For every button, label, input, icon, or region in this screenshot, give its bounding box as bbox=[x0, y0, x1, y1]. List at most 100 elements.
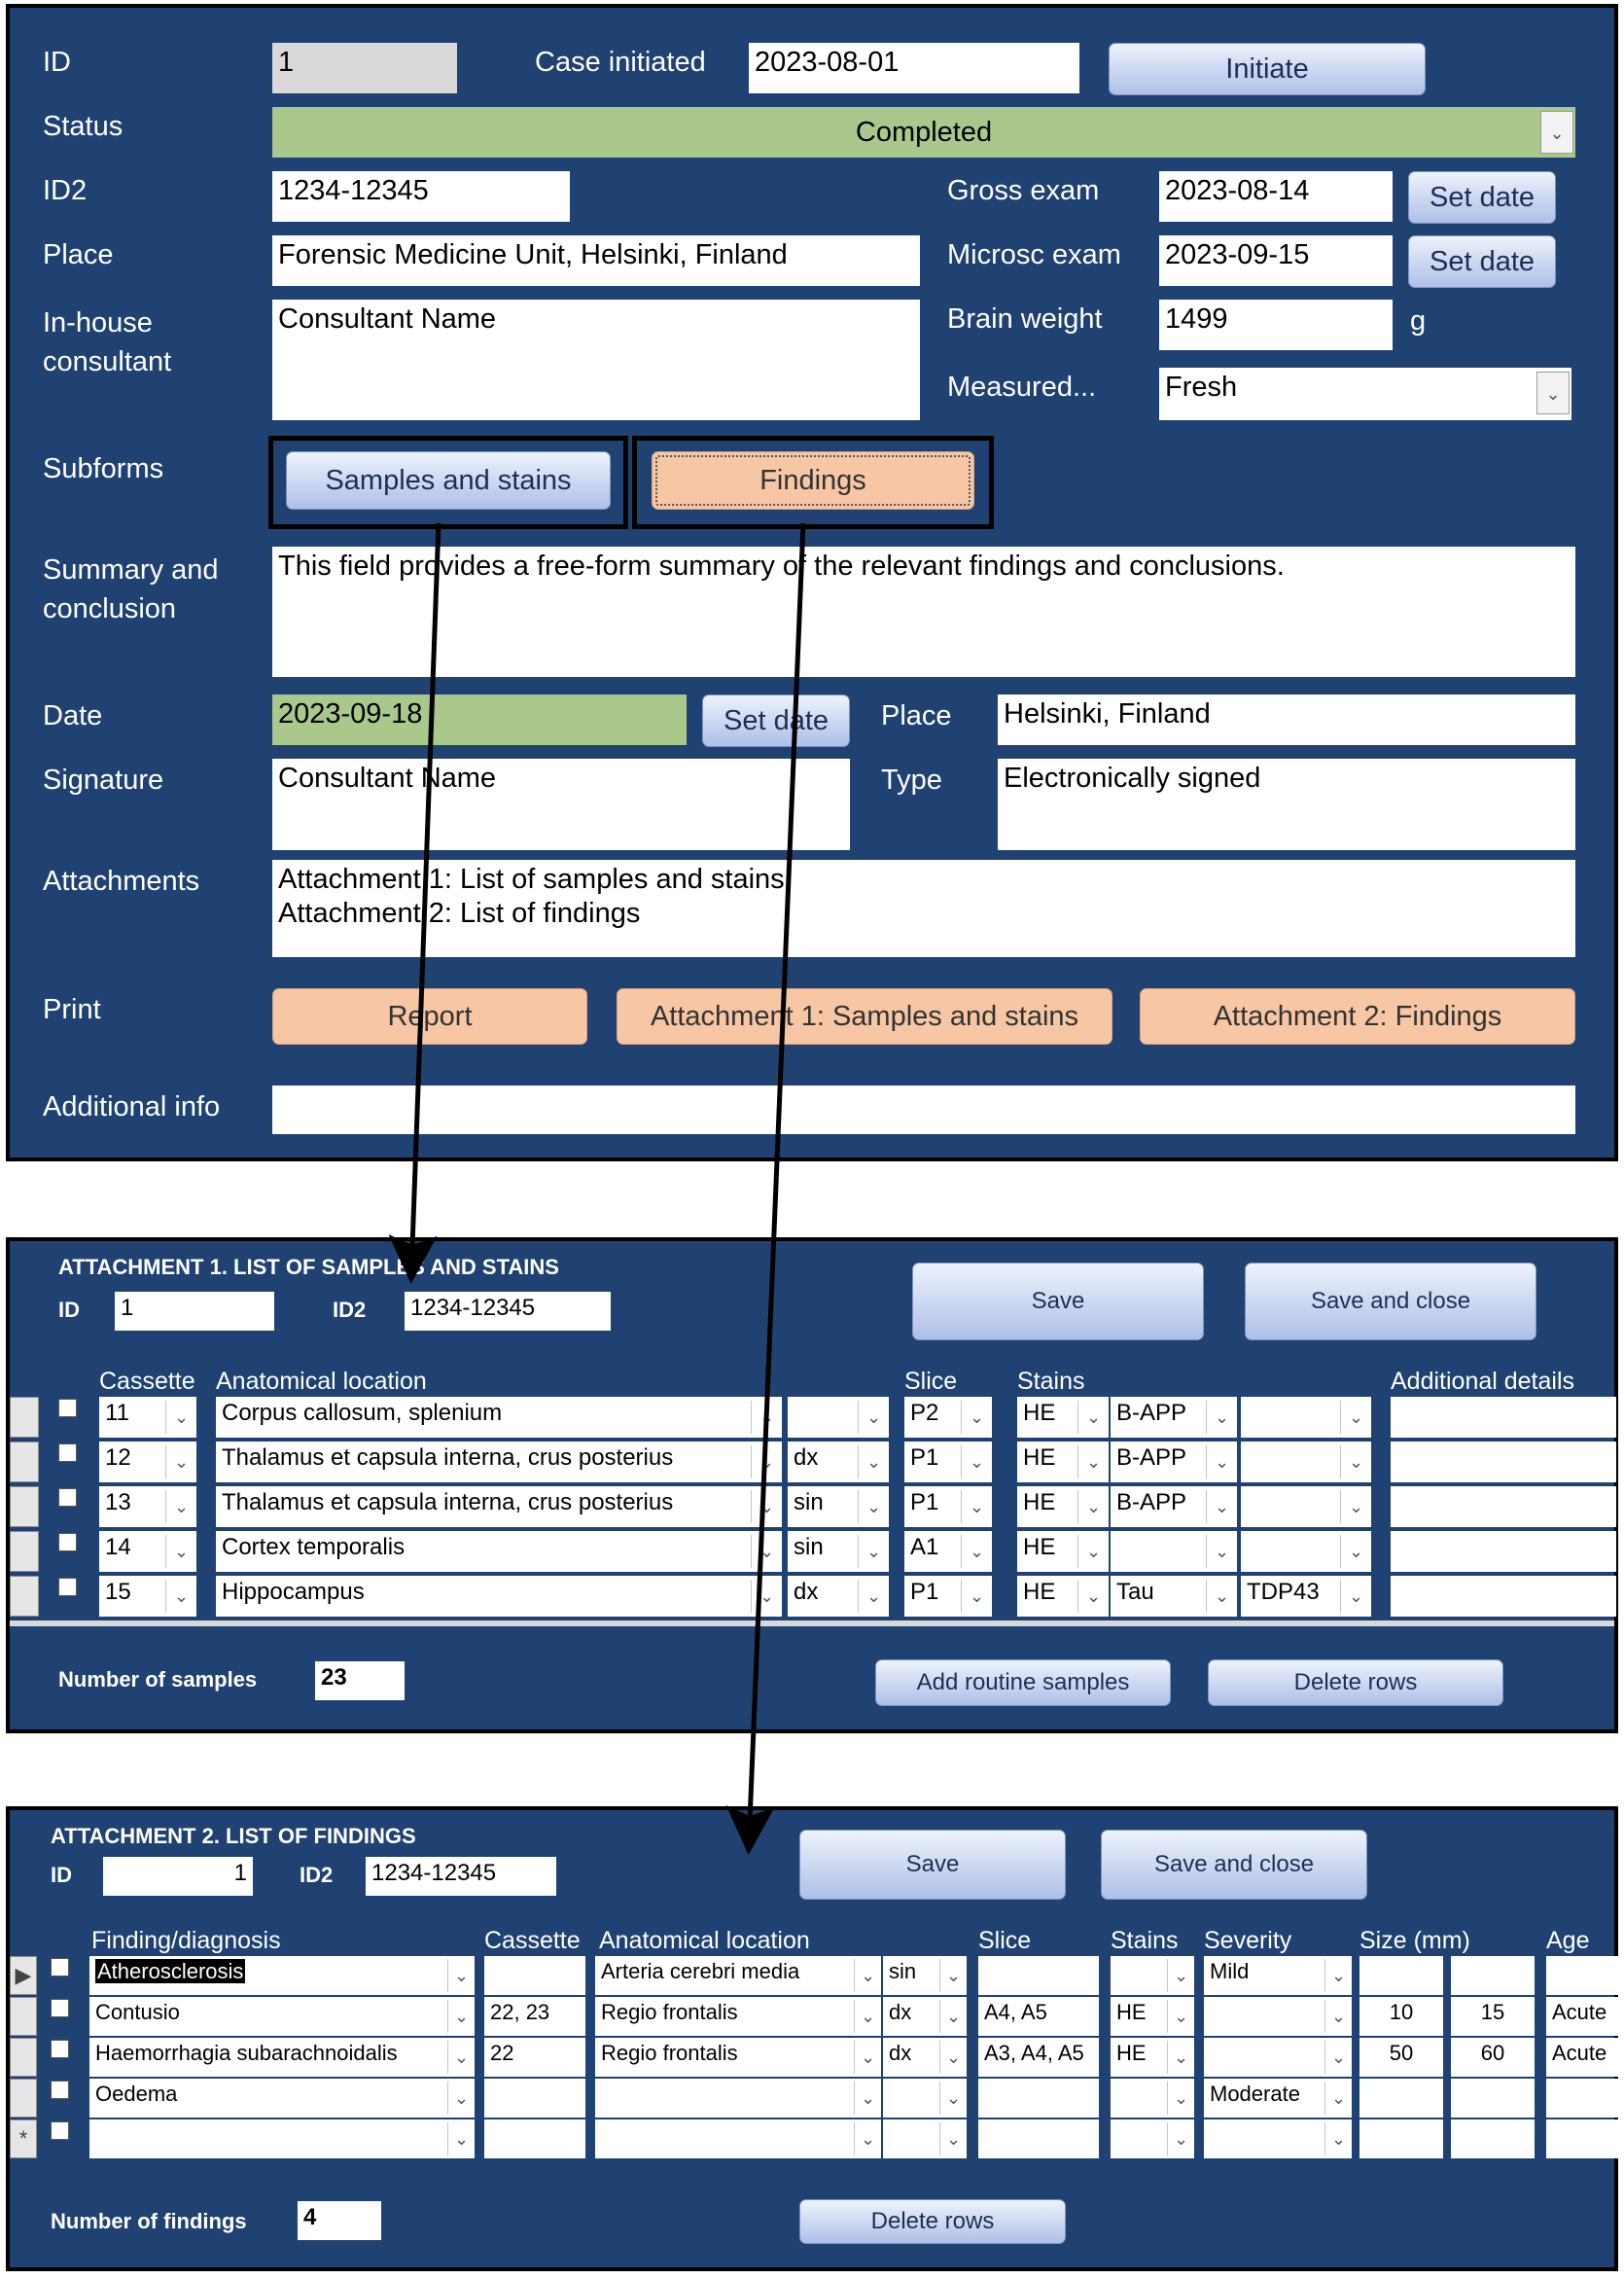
row-checkbox[interactable] bbox=[51, 1999, 69, 2017]
measured-select[interactable]: Fresh ⌄ bbox=[1159, 368, 1571, 420]
cell-age[interactable]: Acute bbox=[1546, 1997, 1618, 2036]
chevron-down-icon[interactable]: ⌄ bbox=[1077, 1490, 1109, 1523]
cell-severity[interactable]: Moderate⌄ bbox=[1204, 2079, 1352, 2118]
cell-slice[interactable]: P1⌄ bbox=[904, 1576, 992, 1617]
cell-stain-1[interactable]: HE⌄ bbox=[1017, 1442, 1109, 1482]
microsc-exam-field[interactable]: 2023-09-15 bbox=[1159, 235, 1393, 286]
cell-size-2[interactable]: 15 bbox=[1451, 1997, 1535, 2036]
cell-size-1[interactable]: 50 bbox=[1359, 2038, 1443, 2077]
print-attachment1-button[interactable]: Attachment 1: Samples and stains bbox=[617, 988, 1112, 1045]
place2-field[interactable]: Helsinki, Finland bbox=[998, 694, 1575, 745]
row-selector[interactable] bbox=[10, 1442, 39, 1482]
chevron-down-icon[interactable]: ⌄ bbox=[854, 2000, 881, 2033]
cell-stain-3[interactable]: TDP43⌄ bbox=[1241, 1576, 1371, 1617]
cell-location[interactable]: Thalamus et capsula interna, crus poster… bbox=[216, 1442, 782, 1482]
row-checkbox[interactable] bbox=[58, 1443, 77, 1462]
cell-slice[interactable]: A4, A5 bbox=[978, 1997, 1099, 2036]
add-routine-samples-button[interactable]: Add routine samples bbox=[875, 1659, 1171, 1706]
cell-severity[interactable]: ⌄ bbox=[1204, 2038, 1352, 2077]
cell-age[interactable] bbox=[1546, 2079, 1618, 2118]
cell-side[interactable]: ⌄ bbox=[788, 1397, 889, 1438]
cell-size-1[interactable] bbox=[1359, 1956, 1443, 1995]
row-selector[interactable] bbox=[10, 1576, 39, 1617]
cell-finding[interactable]: ⌄ bbox=[89, 2119, 475, 2158]
att2-save-close-button[interactable]: Save and close bbox=[1101, 1830, 1367, 1900]
chevron-down-icon[interactable]: ⌄ bbox=[1340, 1401, 1371, 1434]
place-field[interactable]: Forensic Medicine Unit, Helsinki, Finlan… bbox=[272, 235, 920, 286]
chevron-down-icon[interactable]: ⌄ bbox=[1206, 1445, 1237, 1478]
cell-severity[interactable]: ⌄ bbox=[1204, 1997, 1352, 2036]
chevron-down-icon[interactable]: ⌄ bbox=[1206, 1490, 1237, 1523]
att2-id-field[interactable]: 1 bbox=[103, 1857, 253, 1896]
cell-location[interactable]: Thalamus et capsula interna, crus poster… bbox=[216, 1486, 782, 1527]
cell-size-2[interactable] bbox=[1451, 2079, 1535, 2118]
chevron-down-icon[interactable]: ⌄ bbox=[961, 1445, 992, 1478]
chevron-down-icon[interactable]: ⌄ bbox=[854, 1959, 881, 1992]
chevron-down-icon[interactable]: ⌄ bbox=[1077, 1401, 1109, 1434]
cell-slice[interactable] bbox=[978, 2079, 1099, 2118]
cell-slice[interactable]: P1⌄ bbox=[904, 1486, 992, 1527]
chevron-down-icon[interactable]: ⌄ bbox=[751, 1580, 782, 1613]
cell-size-2[interactable]: 60 bbox=[1451, 2038, 1535, 2077]
cell-stain-2[interactable]: B-APP⌄ bbox=[1111, 1442, 1237, 1482]
cell-cassette[interactable]: 15⌄ bbox=[99, 1576, 196, 1617]
chevron-down-icon[interactable]: ⌄ bbox=[1167, 1959, 1194, 1992]
chevron-down-icon[interactable]: ⌄ bbox=[1077, 1580, 1109, 1613]
chevron-down-icon[interactable]: ⌄ bbox=[1340, 1580, 1371, 1613]
cell-cassette[interactable]: 13⌄ bbox=[99, 1486, 196, 1527]
cell-side[interactable]: ⌄ bbox=[883, 2079, 967, 2118]
case-initiated-field[interactable]: 2023-08-01 bbox=[749, 43, 1079, 93]
chevron-down-icon[interactable]: ⌄ bbox=[165, 1490, 196, 1523]
findings-button[interactable]: Findings bbox=[652, 451, 974, 510]
chevron-down-icon[interactable]: ⌄ bbox=[961, 1535, 992, 1568]
cell-age[interactable] bbox=[1546, 1956, 1618, 1995]
att2-save-button[interactable]: Save bbox=[799, 1830, 1066, 1900]
cell-stain-2[interactable]: Tau⌄ bbox=[1111, 1576, 1237, 1617]
chevron-down-icon[interactable]: ⌄ bbox=[751, 1401, 782, 1434]
cell-side[interactable]: sin⌄ bbox=[788, 1531, 889, 1572]
row-selector[interactable]: * bbox=[10, 2119, 37, 2158]
cell-side[interactable]: sin⌄ bbox=[883, 1956, 967, 1995]
row-selector[interactable]: ▶ bbox=[10, 1956, 37, 1995]
row-checkbox[interactable] bbox=[58, 1488, 77, 1507]
cell-stain-2[interactable]: B-APP⌄ bbox=[1111, 1486, 1237, 1527]
brain-weight-field[interactable]: 1499 bbox=[1159, 300, 1393, 350]
chevron-down-icon[interactable]: ⌄ bbox=[447, 1959, 475, 1992]
cell-details[interactable] bbox=[1391, 1442, 1616, 1482]
cell-side[interactable]: dx⌄ bbox=[883, 1997, 967, 2036]
cell-location[interactable]: Regio frontalis⌄ bbox=[595, 2038, 881, 2077]
chevron-down-icon[interactable]: ⌄ bbox=[858, 1490, 889, 1523]
cell-side[interactable]: sin⌄ bbox=[788, 1486, 889, 1527]
cell-stain-1[interactable]: HE⌄ bbox=[1017, 1531, 1109, 1572]
att1-delete-rows-button[interactable]: Delete rows bbox=[1208, 1659, 1503, 1706]
chevron-down-icon[interactable]: ⌄ bbox=[939, 1959, 967, 1992]
chevron-down-icon[interactable]: ⌄ bbox=[1206, 1535, 1237, 1568]
cell-location[interactable]: Corpus callosum, splenium⌄ bbox=[216, 1397, 782, 1438]
type-field[interactable]: Electronically signed bbox=[998, 759, 1575, 850]
cell-slice[interactable]: A3, A4, A5 bbox=[978, 2038, 1099, 2077]
cell-slice[interactable]: P2⌄ bbox=[904, 1397, 992, 1438]
chevron-down-icon[interactable]: ⌄ bbox=[1324, 2000, 1352, 2033]
chevron-down-icon[interactable]: ⌄ bbox=[165, 1580, 196, 1613]
set-date-microsc-button[interactable]: Set date bbox=[1408, 235, 1556, 288]
chevron-down-icon[interactable]: ⌄ bbox=[1206, 1580, 1237, 1613]
chevron-down-icon[interactable]: ⌄ bbox=[1340, 1535, 1371, 1568]
cell-cassette[interactable]: 22, 23 bbox=[484, 1997, 585, 2036]
cell-cassette[interactable]: 12⌄ bbox=[99, 1442, 196, 1482]
row-selector[interactable] bbox=[10, 1997, 37, 2036]
row-checkbox[interactable] bbox=[51, 2121, 69, 2140]
chevron-down-icon[interactable]: ⌄ bbox=[165, 1445, 196, 1478]
chevron-down-icon[interactable]: ⌄ bbox=[1206, 1401, 1237, 1434]
cell-details[interactable] bbox=[1391, 1531, 1616, 1572]
row-checkbox[interactable] bbox=[51, 1958, 69, 1976]
chevron-down-icon[interactable]: ⌄ bbox=[1167, 2041, 1194, 2074]
cell-stain-3[interactable]: ⌄ bbox=[1241, 1442, 1371, 1482]
row-checkbox[interactable] bbox=[58, 1578, 77, 1596]
cell-cassette[interactable]: 14⌄ bbox=[99, 1531, 196, 1572]
print-report-button[interactable]: Report bbox=[272, 988, 587, 1045]
cell-cassette[interactable] bbox=[484, 1956, 585, 1995]
cell-finding[interactable]: Haemorrhagia subarachnoidalis⌄ bbox=[89, 2038, 475, 2077]
att2-id2-field[interactable]: 1234-12345 bbox=[366, 1857, 556, 1896]
additional-info-field[interactable] bbox=[272, 1086, 1575, 1134]
cell-cassette[interactable] bbox=[484, 2079, 585, 2118]
